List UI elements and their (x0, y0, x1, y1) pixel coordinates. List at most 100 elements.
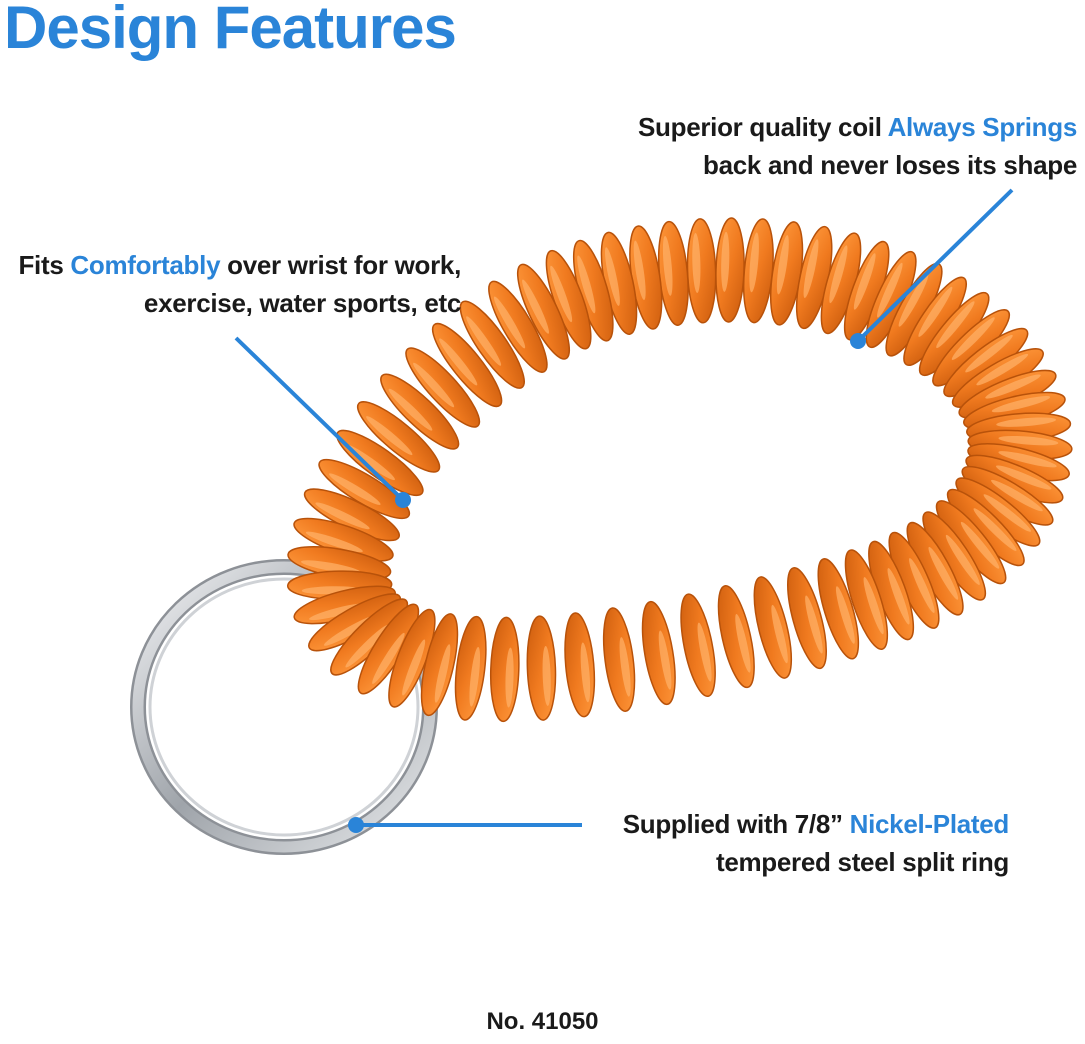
coil-turn (488, 280, 548, 373)
coil-turn (380, 373, 460, 450)
coil-turn-highlight (898, 273, 929, 327)
coil-turn (680, 593, 716, 698)
coil-turn-highlight (388, 388, 433, 431)
coil-turn-highlight (577, 255, 596, 314)
highlight-nickel-plated: Nickel-Plated (849, 809, 1010, 839)
coil-turn (420, 613, 459, 717)
coil-turn-highlight (976, 353, 1029, 386)
callout-bottom-line1: Supplied with 7/8” Nickel-Plated (622, 809, 1010, 839)
page-title: Design Features (4, 0, 457, 61)
coil-turn-highlight (658, 630, 672, 690)
coil-turn-highlight (328, 473, 381, 505)
leader-dot-bottom (348, 817, 364, 833)
coil-turn-highlight (439, 338, 478, 386)
coil-turn-highlight (315, 502, 370, 530)
coil-turn-highlight (998, 435, 1059, 446)
coil-turn-highlight (995, 465, 1052, 490)
coil-turn-highlight (985, 374, 1041, 399)
leader-lines (234, 188, 1014, 833)
coil-turn-highlight (402, 639, 426, 696)
leader-dot-top (850, 333, 866, 349)
coil-turn-highlight (853, 253, 876, 310)
coil-turn-highlight (863, 577, 884, 635)
coil-turn-highlight (803, 239, 819, 298)
coil-turn (356, 401, 441, 473)
callout-top-line1: Superior quality coil Always Springs (637, 112, 1078, 142)
spiral-coil-wristband (286, 217, 1073, 723)
coil-turn-highlight (466, 316, 502, 366)
coil-turn-highlight (550, 265, 573, 323)
coil-turn-highlight (522, 279, 549, 334)
model-number: No. 41050 (486, 1008, 599, 1035)
callout-comfortably: Fits Comfortably over wrist for work, ex… (18, 246, 461, 322)
coil-turn-highlight (301, 560, 361, 574)
coil-turn-highlight (991, 395, 1051, 413)
coil-turn-highlight (662, 235, 673, 296)
coil-turn-highlight (829, 245, 848, 304)
leader-line-top (856, 188, 1014, 343)
coil-turn (526, 615, 557, 721)
coil-turn-highlight (366, 416, 413, 456)
coil-turn (715, 217, 745, 323)
leader-dot-left (395, 492, 411, 508)
coil-turn-highlight (413, 362, 455, 408)
coil-turn-highlight (749, 232, 759, 293)
coil-turn-highlight (936, 301, 975, 349)
coil-turn-highlight (960, 521, 1000, 569)
coil-turn-highlight (434, 644, 451, 703)
callout-left-line2: exercise, water sports, etc (143, 288, 461, 318)
coil-turn-highlight (951, 317, 995, 360)
coil-turn-highlight (469, 647, 481, 707)
callout-always-springs: Superior quality coil Always Springs bac… (638, 108, 1077, 184)
coil-turn-highlight (771, 604, 788, 664)
highlight-comfortably: Comfortably (70, 250, 221, 280)
coil-turn-highlight (493, 296, 526, 349)
coil-turn-highlight (835, 586, 855, 644)
coil-turn (564, 612, 596, 718)
coil-turn-highlight (998, 451, 1057, 468)
coil-turn-highlight (721, 231, 730, 292)
coil-turn-highlight (372, 632, 405, 684)
coil-turn-highlight (345, 624, 389, 668)
coil-turn-highlight (805, 595, 823, 654)
coil-turn-highlight (928, 546, 959, 600)
coil-turn (405, 347, 481, 428)
coil-turn-highlight (776, 235, 789, 295)
coil-turn-highlight (965, 334, 1013, 373)
coil-turn-highlight (633, 240, 646, 301)
coil-turn-highlight (580, 642, 591, 703)
coil-turn-highlight (877, 262, 903, 318)
coil-turn-highlight (305, 531, 363, 553)
coil-turn-highlight (983, 494, 1032, 532)
coil-turn (454, 615, 487, 721)
coil-turn (602, 607, 636, 712)
coil-turn-highlight (909, 558, 935, 613)
coil-turn-highlight (619, 637, 631, 697)
coil-turn-highlight (735, 614, 751, 673)
coil-turn-highlight (991, 479, 1043, 512)
callout-top-line2: back and never loses its shape (703, 150, 1077, 180)
highlight-always-springs: Always Springs (887, 112, 1078, 142)
coil-turn-highlight (945, 534, 980, 585)
coil-turn (686, 218, 717, 324)
coil-turn-highlight (887, 568, 910, 625)
coil-turn-highlight (918, 286, 953, 337)
callout-bottom-line2: tempered steel split ring (715, 847, 1009, 877)
coil-turn-highlight (973, 508, 1017, 551)
coil-turn-highlight (996, 417, 1057, 427)
coil-turn (641, 600, 676, 706)
coil-turn (516, 263, 571, 360)
callout-nickel-plated: Supplied with 7/8” Nickel-Plated tempere… (622, 805, 1010, 881)
leader-line-left (234, 336, 405, 502)
coil-turn (336, 429, 424, 497)
coil-turn-highlight (692, 232, 701, 293)
callout-left-line1: Fits Comfortably over wrist for work, (18, 250, 461, 280)
coil-turn (459, 300, 525, 389)
coil-turn-highlight (697, 622, 712, 682)
coil-turn-highlight (505, 647, 514, 708)
coil-turn-highlight (346, 444, 395, 481)
coil-turn (489, 616, 520, 723)
coil-turn (431, 322, 503, 408)
coil-turn-highlight (542, 645, 551, 706)
